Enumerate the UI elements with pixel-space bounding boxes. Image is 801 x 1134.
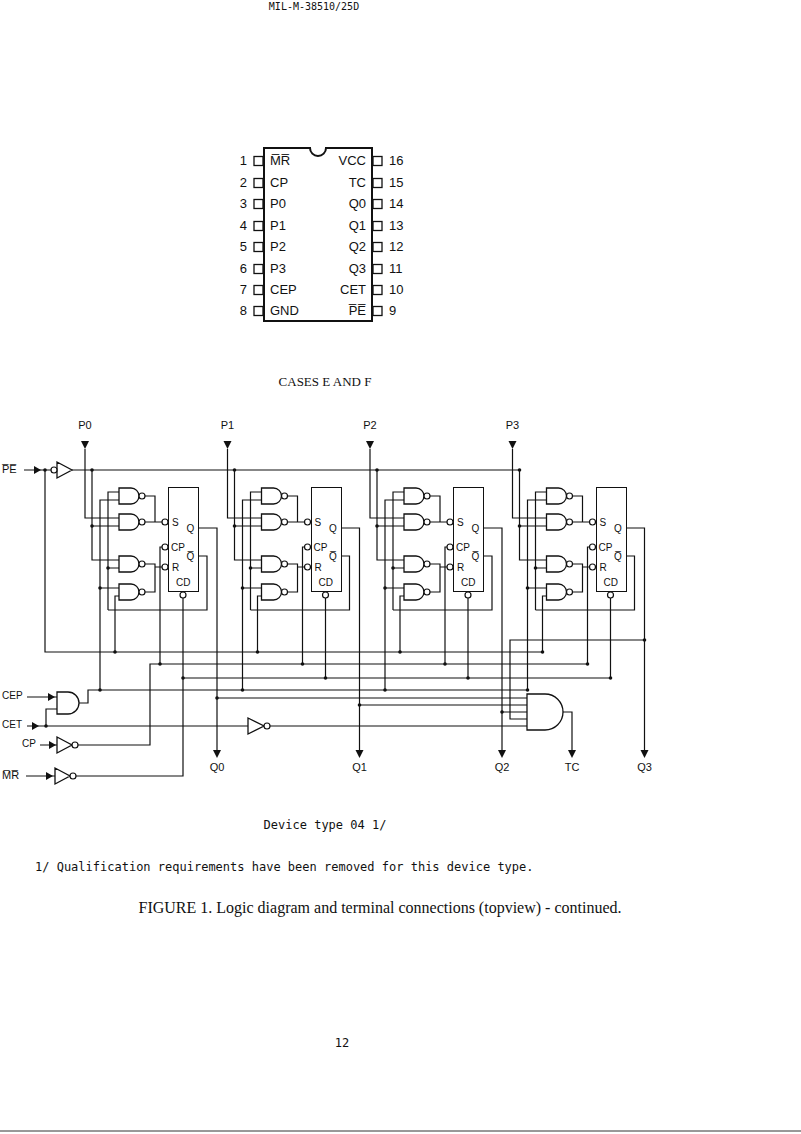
pin-number: 4 (240, 219, 247, 232)
pin-name: CEP (270, 283, 297, 296)
pin-name: CET (340, 283, 366, 296)
pin-name: GND (270, 304, 299, 317)
pin-name: P2 (270, 240, 286, 253)
pin-number: 7 (240, 283, 247, 296)
junction-dot (43, 468, 646, 728)
flip-flop-pin: R (172, 563, 179, 573)
pin-name: P̅E̅ (349, 304, 366, 317)
page-number: 12 (335, 1037, 349, 1049)
header-text: MIL-M-38510/25D (269, 2, 359, 12)
flip-flop-pin: S (600, 518, 607, 528)
flip-flop-pin: Q (472, 524, 480, 534)
signal-name: CEP (2, 691, 23, 701)
flip-flop: SQCPQ̅ R CD (311, 487, 342, 592)
pin-name: VCC (339, 154, 366, 167)
flip-flop-pin: S (315, 518, 322, 528)
pin-number: 9 (389, 304, 396, 317)
counter-stage (509, 441, 649, 758)
counter-stage (366, 441, 506, 758)
pin-name: P3 (270, 262, 286, 275)
pin-name: TC (349, 176, 366, 189)
pin-name: Q3 (349, 262, 366, 275)
flip-flop-pin: CP (456, 543, 470, 553)
counter-stage (224, 441, 364, 758)
pin-number: 16 (389, 154, 403, 167)
figure-caption: FIGURE 1. Logic diagram and terminal con… (139, 900, 622, 916)
signal-name: Q3 (637, 762, 652, 773)
device-type: Device type 04 1/ (264, 819, 387, 831)
flip-flop-pin: Q̅ (614, 552, 622, 562)
pin-name: P0 (270, 197, 286, 210)
flip-flop-pin: CP (171, 543, 185, 553)
signal-name: P3 (506, 420, 519, 431)
counter-stage (81, 441, 221, 758)
arrow-head (32, 466, 576, 780)
flip-flop-pin: R (315, 563, 322, 573)
pin-number: 5 (240, 240, 247, 253)
flip-flop-pin: CD (176, 578, 190, 588)
flip-flop-pin: Q (614, 524, 622, 534)
pin-name: P1 (270, 219, 286, 232)
pin-number: 6 (240, 262, 247, 275)
pin-name: M̅R̅ (270, 154, 290, 167)
flip-flop-pin: Q̅ (329, 552, 337, 562)
pin-number: 8 (240, 304, 247, 317)
pin-name: CP (270, 176, 288, 189)
signal-name: P0 (78, 420, 91, 431)
pin-name: Q1 (349, 219, 366, 232)
signal-name: CET (2, 720, 22, 730)
pin-number: 11 (389, 262, 403, 275)
pin-number: 10 (389, 283, 403, 296)
signal-name: P1 (221, 420, 234, 431)
pin-number: 13 (389, 219, 403, 232)
pin-number: 3 (240, 197, 247, 210)
flip-flop-pin: S (172, 518, 179, 528)
flip-flop: SQCPQ̅ R CD (596, 487, 627, 592)
pin-number: 1 (240, 154, 247, 167)
wire (24, 470, 645, 776)
flip-flop-pin: CD (461, 578, 475, 588)
flip-flop-pin: Q (187, 524, 195, 534)
flip-flop-pin: CD (603, 578, 617, 588)
signal-name: M̅R̅ (2, 770, 19, 781)
pin-number: 15 (389, 176, 403, 189)
flip-flop-pin: R (457, 563, 464, 573)
signal-name: Q0 (210, 762, 225, 773)
page-rule (0, 1131, 801, 1132)
signal-name: P̅E̅ (2, 464, 17, 475)
flip-flop-pin: S (457, 518, 464, 528)
footnote: 1/ Qualification requirements have been … (35, 861, 534, 873)
flip-flop-pin: CP (314, 543, 328, 553)
pin-number: 12 (389, 240, 403, 253)
package-outline (264, 148, 372, 321)
flip-flop-pin: CP (599, 543, 613, 553)
signal-name: Q2 (495, 762, 510, 773)
pin-name: Q2 (349, 240, 366, 253)
flip-flop-pin: CD (318, 578, 332, 588)
flip-flop-pin: Q̅ (472, 552, 480, 562)
flip-flop: SQCPQ̅ R CD (168, 487, 199, 592)
case-label: CASES E AND F (279, 375, 372, 388)
pin-number: 14 (389, 197, 403, 210)
flip-flop-pin: Q (329, 524, 337, 534)
flip-flop-pin: R (600, 563, 607, 573)
flip-flop-pin: Q̅ (187, 552, 195, 562)
signal-name: P2 (363, 420, 376, 431)
flip-flop: SQCPQ̅ R CD (453, 487, 484, 592)
dip-package: M̅R̅ CP P0P1P2P3CEP GND VCC TC Q0Q1Q2Q3CET P̅E̅ (263, 147, 373, 322)
signal-name: Q1 (352, 762, 367, 773)
inversion-bubble (51, 467, 270, 779)
gate-symbol (55, 462, 563, 784)
signal-name: TC (565, 762, 580, 773)
signal-name: CP (22, 739, 36, 749)
pin-name: Q0 (349, 197, 366, 210)
pin-number: 2 (240, 176, 247, 189)
